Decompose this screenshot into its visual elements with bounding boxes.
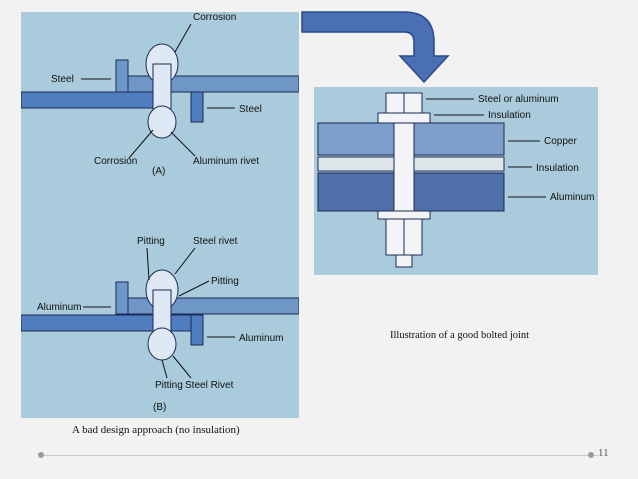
good-joint-diagram: Steel or aluminum Insulation Copper Insu… [314, 87, 598, 275]
page-number: 11 [598, 447, 609, 459]
label-insulation-mid: Insulation [536, 163, 579, 174]
label-corrosion-bottom: Corrosion [94, 156, 137, 167]
good-joint-svg: Steel or aluminum Insulation Copper Insu… [314, 87, 598, 275]
bad-joint-diagram: Corrosion Steel Steel Corrosion Aluminum… [21, 12, 299, 418]
curved-arrow-icon [301, 11, 450, 84]
label-aluminum-left: Aluminum [37, 302, 81, 313]
flange-upper-a [115, 59, 129, 93]
plate-upper-a [115, 75, 299, 93]
label-steel-left: Steel [51, 74, 74, 85]
arrow-corrosion-top [174, 23, 192, 53]
insulation-washer-bottom [377, 210, 431, 220]
arrow-aluminum-rivet [170, 131, 196, 157]
arrow-pitting-right [178, 280, 210, 297]
arrow-pitting-bottom [161, 359, 168, 379]
bolt-thread-end [395, 254, 413, 268]
label-copper: Copper [544, 136, 577, 147]
plate-lower-b [21, 314, 204, 332]
footer-dot-left [38, 452, 44, 458]
footer-divider [38, 455, 598, 456]
label-steel-rivet-bottom: Steel Rivet [185, 380, 234, 391]
label-b: (B) [153, 402, 166, 413]
label-insulation-top: Insulation [488, 110, 531, 121]
rivet-tail-a [147, 105, 177, 139]
label-steel-or-aluminum: Steel or aluminum [478, 94, 559, 105]
label-a: (A) [152, 166, 165, 177]
rivet-tail-b [147, 327, 177, 361]
label-pitting-top: Pitting [137, 236, 165, 247]
arrow-pitting-top [146, 247, 150, 281]
label-corrosion-top: Corrosion [193, 12, 236, 23]
label-steel-right: Steel [239, 104, 262, 115]
good-joint-caption: Illustration of a good bolted joint [390, 330, 530, 341]
label-aluminum-right: Aluminum [239, 333, 283, 344]
arrow-steel-rivet-top [174, 247, 196, 275]
label-pitting-bottom: Pitting [155, 380, 183, 391]
flange-upper-b [115, 281, 129, 315]
insulation-washer-top [377, 112, 431, 124]
plate-upper-b [115, 297, 299, 315]
plate-lower-a [21, 91, 172, 109]
label-pitting-right: Pitting [211, 276, 239, 287]
footer-dot-right [588, 452, 594, 458]
label-steel-rivet-top: Steel rivet [193, 236, 238, 247]
bad-joint-caption: A bad design approach (no insulation) [72, 424, 240, 436]
flange-lower-b [190, 314, 204, 346]
label-aluminum-rivet: Aluminum rivet [193, 156, 259, 167]
label-aluminum: Aluminum [550, 192, 594, 203]
bad-joint-svg: Corrosion Steel Steel Corrosion Aluminum… [21, 12, 299, 418]
arrow-corrosion-bottom [128, 129, 154, 159]
flange-lower-a [190, 91, 204, 123]
arrow-steel-rivet-bottom [172, 355, 192, 379]
